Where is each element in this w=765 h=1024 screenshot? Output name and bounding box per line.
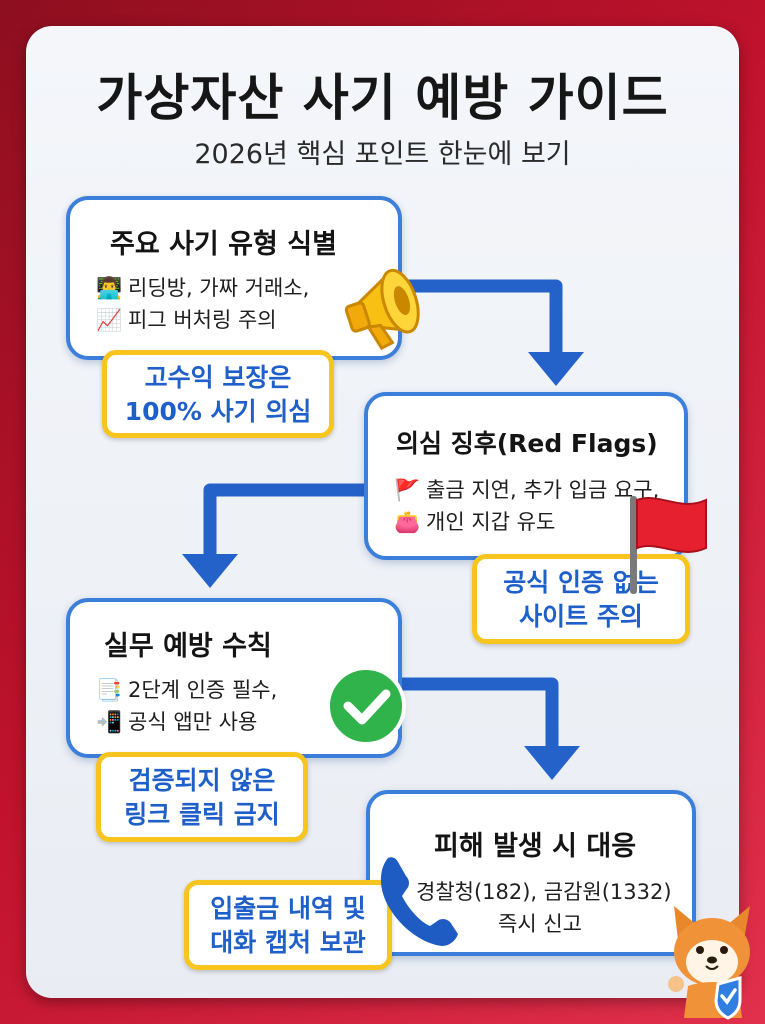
developer-icon: 👨‍💻: [96, 276, 123, 300]
step-line: 👛개인 지갑 유도: [394, 510, 556, 534]
mobile-app-icon: 📲: [96, 710, 123, 734]
arrow-head-3: [524, 746, 580, 780]
step-title: 실무 예방 수칙: [104, 631, 272, 662]
callout-no-official-cert: 공식 인증 없는 사이트 주의: [472, 554, 690, 644]
title-wrap: 가상자산 사기 예방 가이드: [0, 58, 765, 130]
step-box-scam-types: 주요 사기 유형 식별 👨‍💻리딩방, 가짜 거래소, 📈피그 버처링 주의: [66, 196, 402, 360]
arrow-step3-to-step4: [398, 677, 559, 752]
step-line: 경찰청(182), 금감원(1332): [416, 880, 672, 904]
red-flag-small-icon: 🚩: [394, 478, 421, 502]
step-title: 피해 발생 시 대응: [434, 831, 637, 862]
step-line: 📲공식 앱만 사용: [96, 710, 258, 734]
step-title: 의심 징후(Red Flags): [396, 429, 658, 458]
callout-high-return: 고수익 보장은 100% 사기 의심: [102, 350, 334, 438]
callout-unverified-link: 검증되지 않은 링크 클릭 금지: [96, 752, 308, 842]
step-line: 📈피그 버처링 주의: [96, 308, 277, 332]
chart-up-icon: 📈: [96, 308, 123, 332]
step-title: 주요 사기 유형 식별: [110, 229, 337, 260]
page-title: 가상자산 사기 예방 가이드: [88, 58, 677, 130]
step-line: 👨‍💻리딩방, 가짜 거래소,: [96, 276, 310, 300]
step-line: 즉시 신고: [498, 912, 582, 936]
arrow-head-2: [182, 554, 238, 588]
step-box-red-flags: 의심 징후(Red Flags) 🚩출금 지연, 추가 입금 요구, 👛개인 지…: [364, 392, 688, 560]
step-box-response: 피해 발생 시 대응 경찰청(182), 금감원(1332) 즉시 신고: [366, 790, 696, 956]
wallet-icon: 👛: [394, 510, 421, 534]
step-line: 🚩출금 지연, 추가 입금 요구,: [394, 478, 660, 502]
arrow-step1-to-step2: [400, 279, 563, 358]
document-shield-icon: 📑: [96, 678, 123, 702]
arrow-step2-to-step3: [203, 483, 366, 560]
page-subtitle: 2026년 핵심 포인트 한눈에 보기: [194, 139, 571, 170]
callout-keep-evidence: 입출금 내역 및 대화 캡처 보관: [184, 880, 392, 970]
arrow-head-1: [528, 352, 584, 386]
step-box-prevention: 실무 예방 수칙 📑2단계 인증 필수, 📲공식 앱만 사용: [66, 598, 402, 758]
step-line: 📑2단계 인증 필수,: [96, 678, 278, 702]
